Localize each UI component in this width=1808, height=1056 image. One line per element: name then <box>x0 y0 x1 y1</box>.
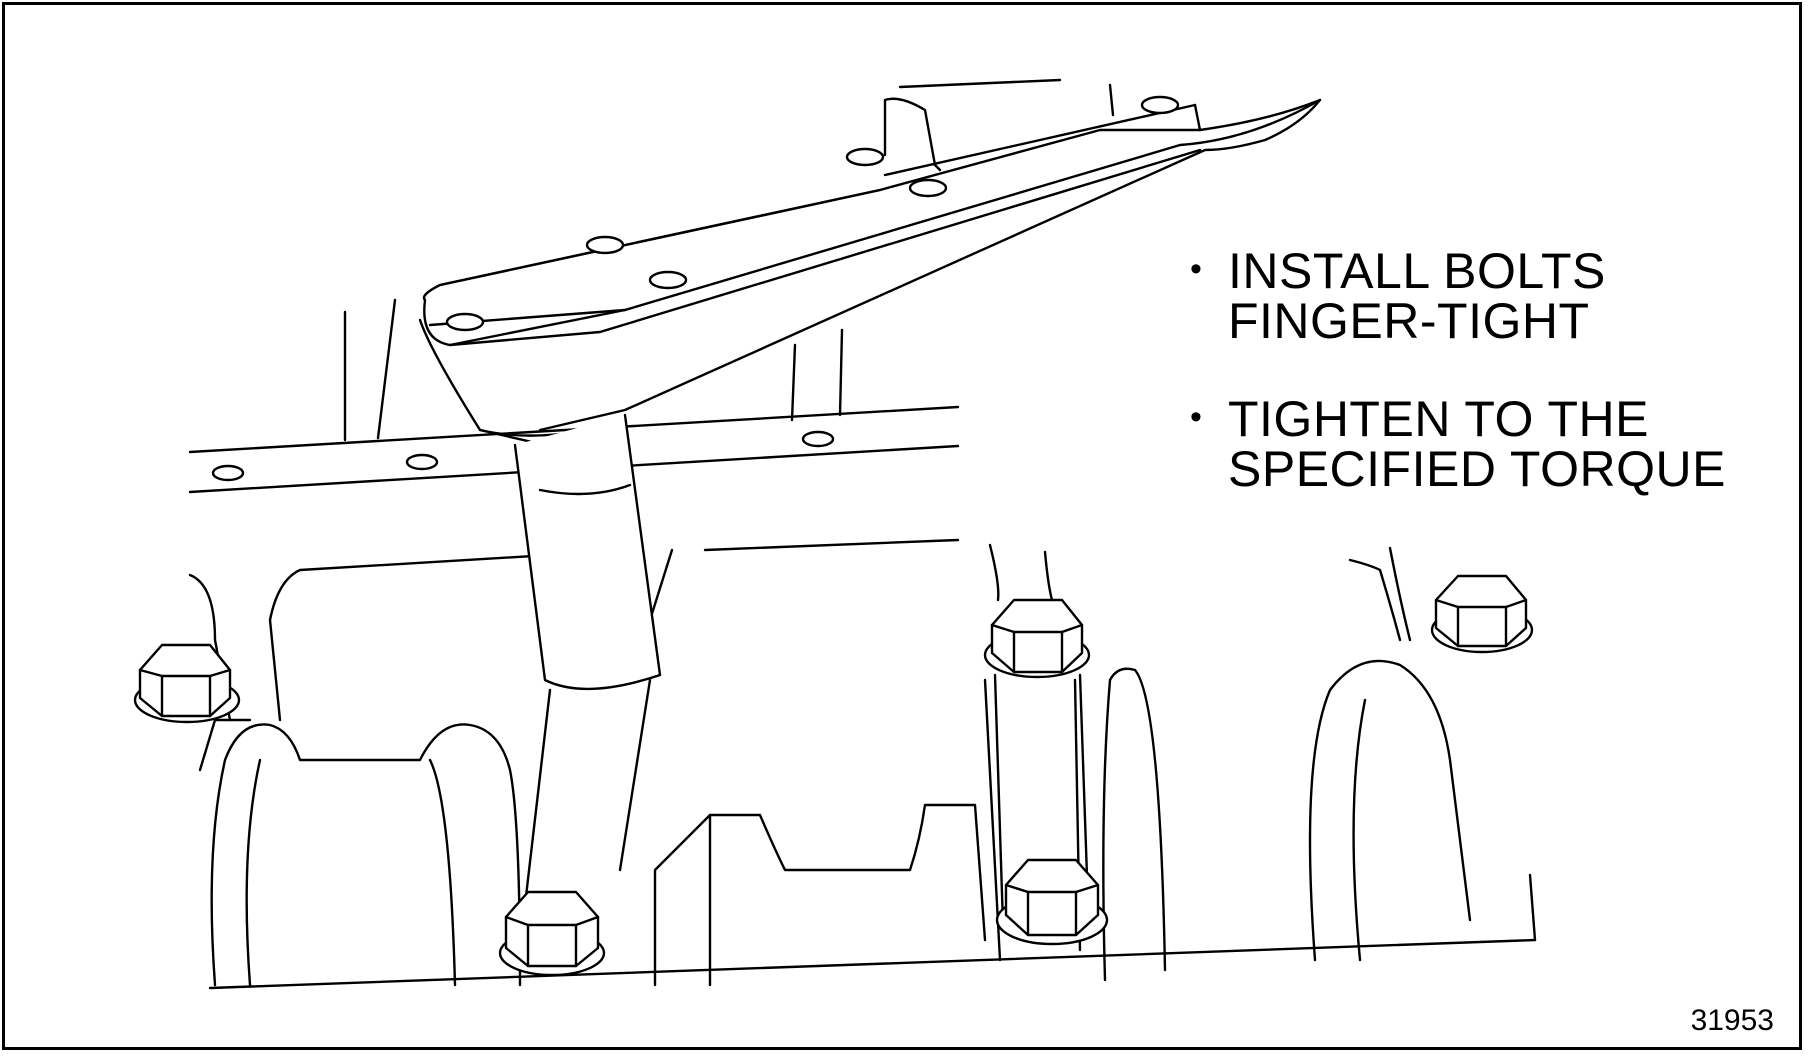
callout-text-tighten: TIGHTEN TO THE SPECIFIED TORQUE <box>1228 391 1726 497</box>
block-bottom-edge <box>208 873 1537 990</box>
callout-tighten-torque: • TIGHTEN TO THE SPECIFIED TORQUE <box>1188 394 1768 494</box>
hex-bolt-center-top <box>983 598 1091 927</box>
bullet-marker: • <box>1190 250 1202 288</box>
figure-number: 31953 <box>1690 1004 1774 1037</box>
hex-bolt-left <box>133 643 241 724</box>
hex-bolt-bottom-left <box>498 890 606 977</box>
hex-bolt-bottom-center <box>995 858 1109 946</box>
engine-block-outline <box>188 298 1412 772</box>
main-bearing-caps <box>210 659 1472 987</box>
callout-text-install: INSTALL BOLTS FINGER-TIGHT <box>1228 243 1606 349</box>
instruction-callouts: • INSTALL BOLTS FINGER-TIGHT • TIGHTEN T… <box>1188 246 1768 542</box>
bullet-marker: • <box>1190 398 1202 436</box>
torque-wrench <box>211 78 1322 907</box>
callout-install-bolts: • INSTALL BOLTS FINGER-TIGHT <box>1188 246 1768 346</box>
hex-bolt-right <box>1430 574 1534 654</box>
